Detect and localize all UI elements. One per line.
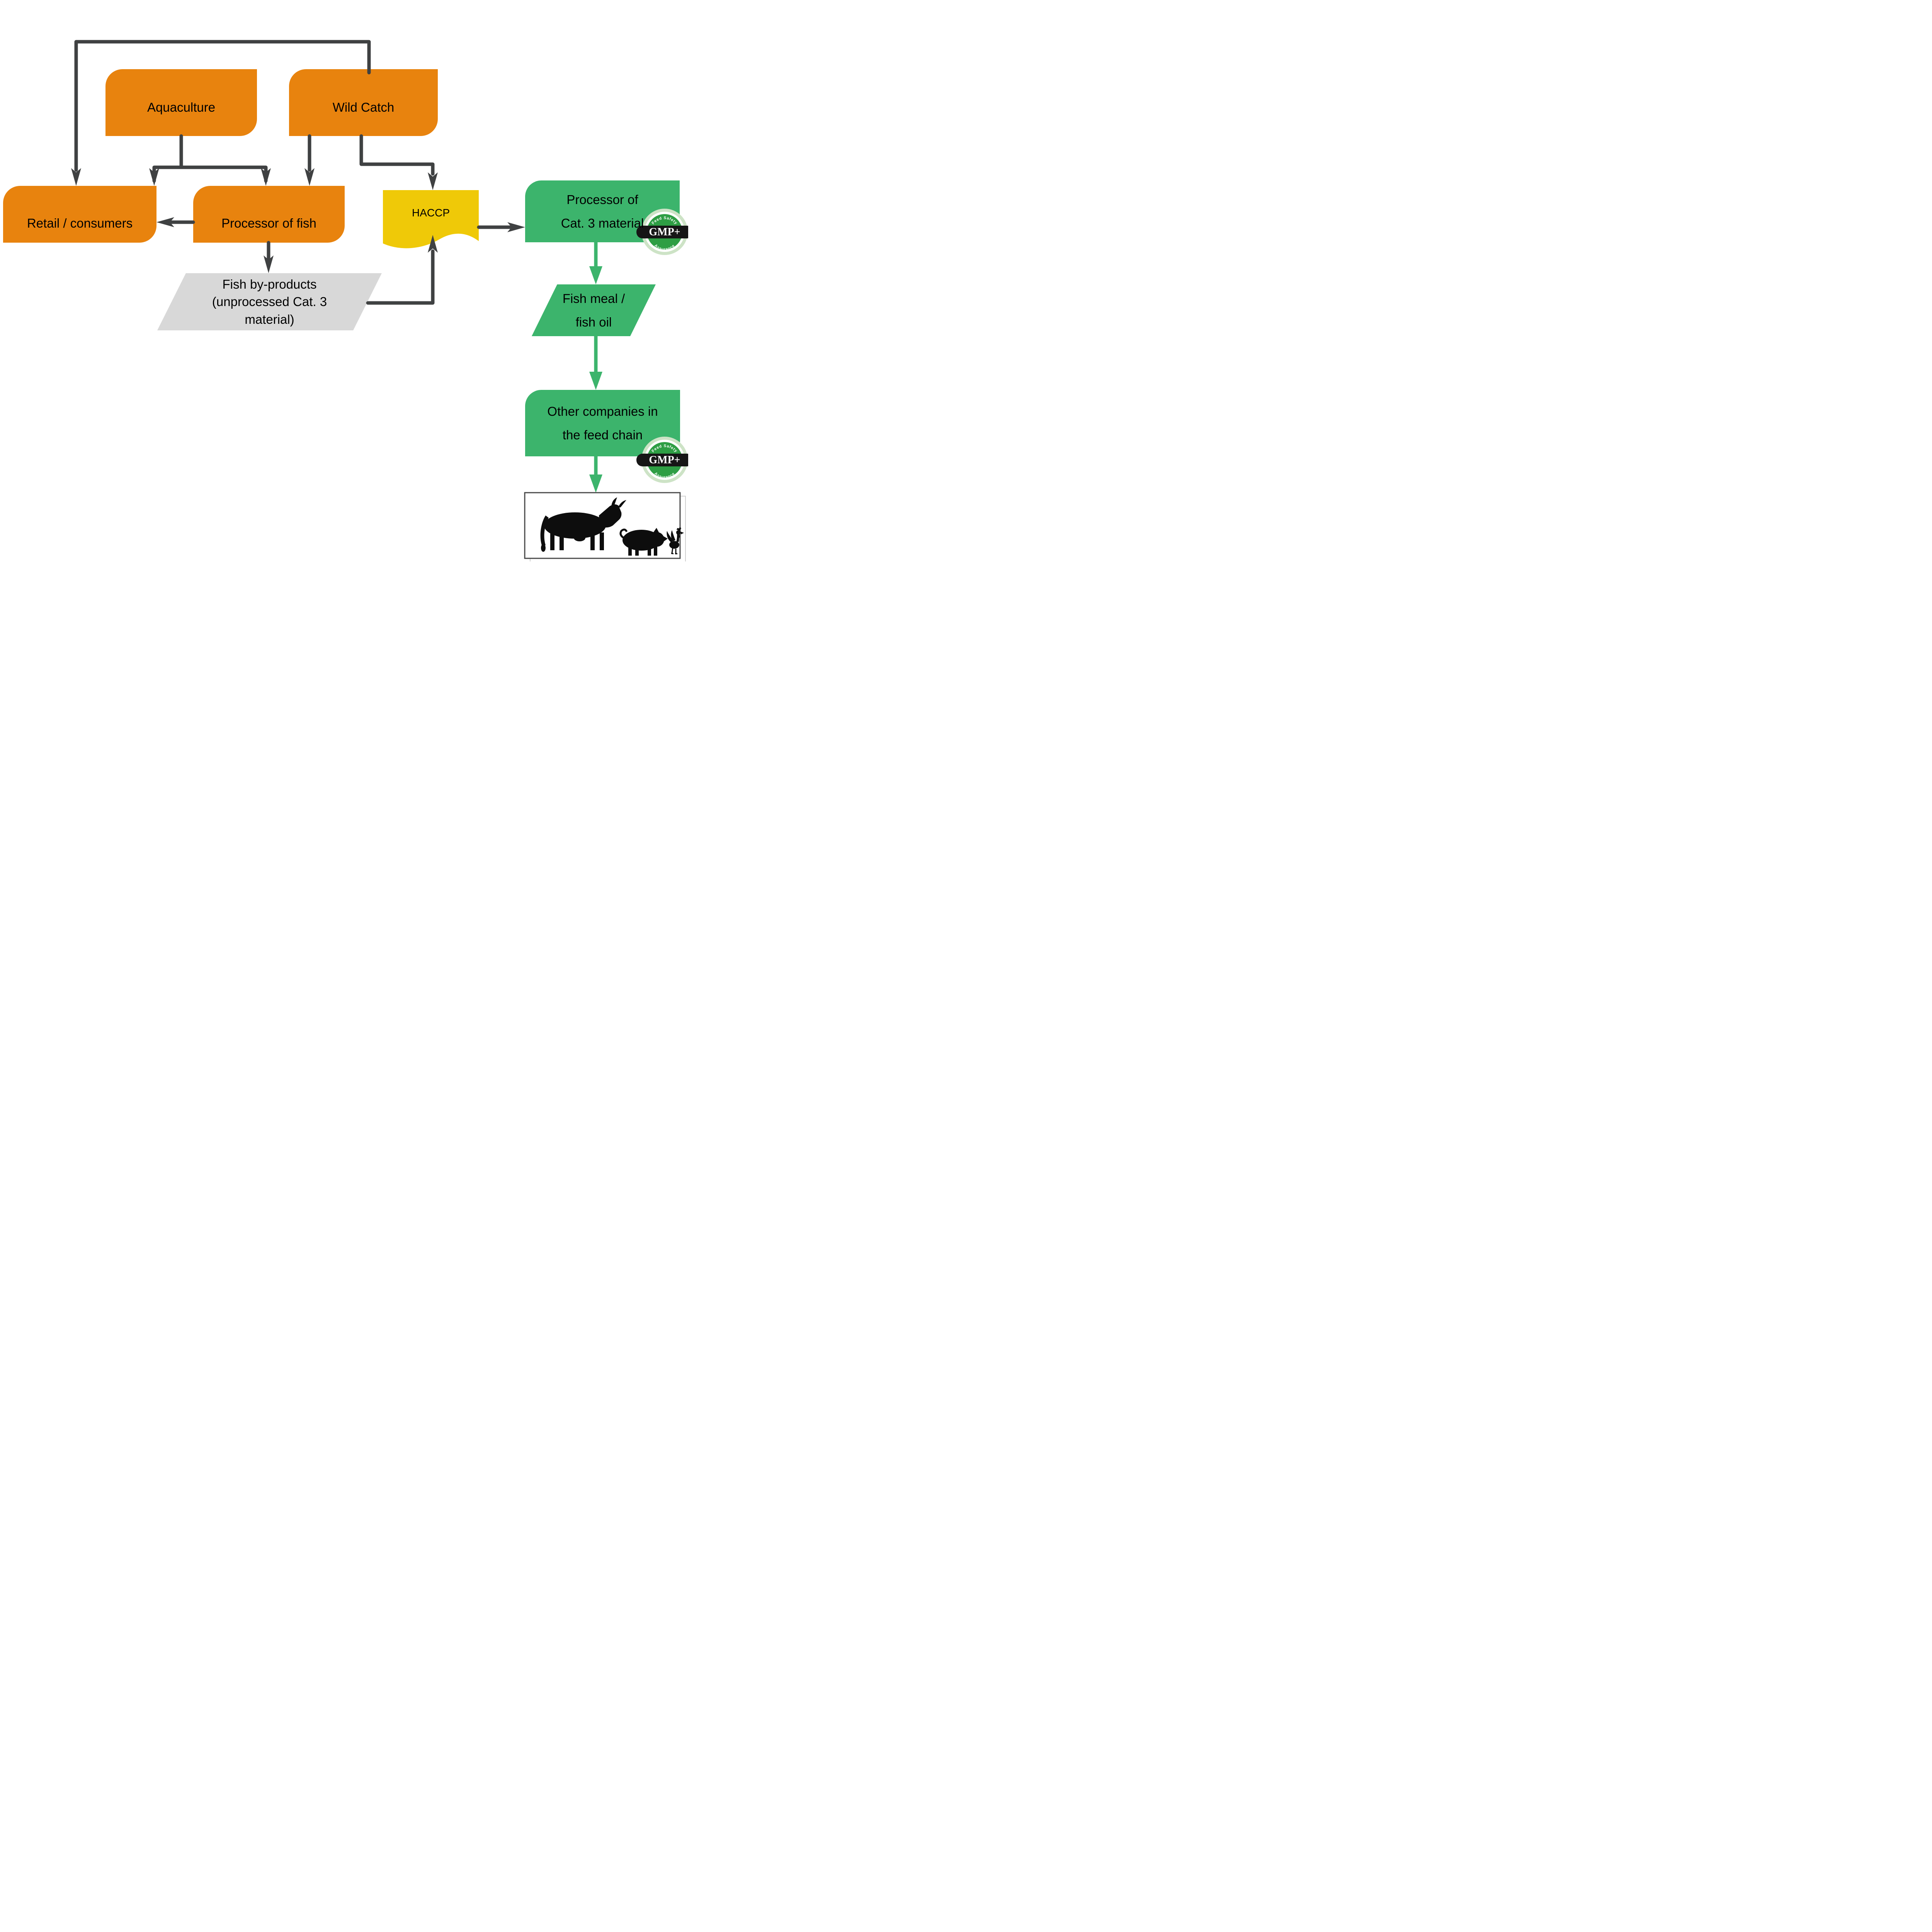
arrowhead-processor-to-byproducts (264, 255, 274, 273)
node-fish-by-products (157, 273, 382, 330)
label-aquaculture: Aquaculture (147, 100, 216, 114)
livestock-image (524, 492, 686, 561)
pig-silhouette (619, 528, 668, 556)
node-fish-meal (532, 284, 656, 336)
arrowhead-to-retail-top (71, 168, 81, 186)
label-fish-by-products: Fish by-products (unprocessed Cat. 3 mat… (212, 277, 327, 327)
gmp-badge: Feed Safety Assurance GMP+ (636, 437, 688, 483)
label-fish-meal: Fish meal / fish oil (562, 291, 625, 329)
label-retail: Retail / consumers (27, 216, 133, 230)
edge-wildcatch-retail (74, 40, 371, 172)
node-processor-of-fish (193, 186, 345, 243)
badge-gmp-label: GMP+ (649, 226, 680, 238)
arrowhead-fishmeal-to-othercompanies (589, 372, 602, 390)
label-wild-catch: Wild Catch (332, 100, 395, 114)
arrowhead-wildcatch-to-haccp (428, 172, 438, 190)
node-wild-catch (289, 69, 438, 136)
gmp-badge: Feed Safety Assurance GMP+ (636, 209, 688, 255)
node-retail (3, 186, 156, 243)
arrowhead-aqua-to-retail (149, 168, 159, 186)
arrowhead-haccp-to-cat3 (507, 222, 525, 232)
arrowhead-othercompanies-to-livestock (589, 474, 602, 493)
edge-wildcatch-haccp (359, 134, 435, 176)
arrowhead-processor-to-retail (156, 217, 174, 227)
arrowhead-aqua-to-processor (261, 168, 271, 186)
label-other-companies: Other companies in the feed chain (547, 404, 658, 442)
arrowhead-wildcatch-to-processor (304, 168, 315, 186)
badge-gmp-label: GMP+ (649, 454, 680, 466)
label-processor-of-fish: Processor of fish (221, 216, 316, 230)
node-haccp (383, 190, 479, 248)
label-processor-cat3: Processor of Cat. 3 material (561, 192, 644, 230)
cow-silhouette (540, 497, 626, 552)
arrowhead-byproducts-to-haccp (428, 235, 438, 253)
flowchart-canvas: Feed Safety Assurance GMP+ Feed Safety A… (0, 0, 688, 561)
arrowhead-cat3-to-fishmeal (589, 266, 602, 284)
label-haccp: HACCP (412, 206, 450, 219)
rooster-silhouette (667, 527, 684, 554)
node-aquaculture (105, 69, 257, 136)
edge-aquaculture-split (152, 134, 268, 183)
edge-byproducts-haccp (366, 249, 435, 305)
